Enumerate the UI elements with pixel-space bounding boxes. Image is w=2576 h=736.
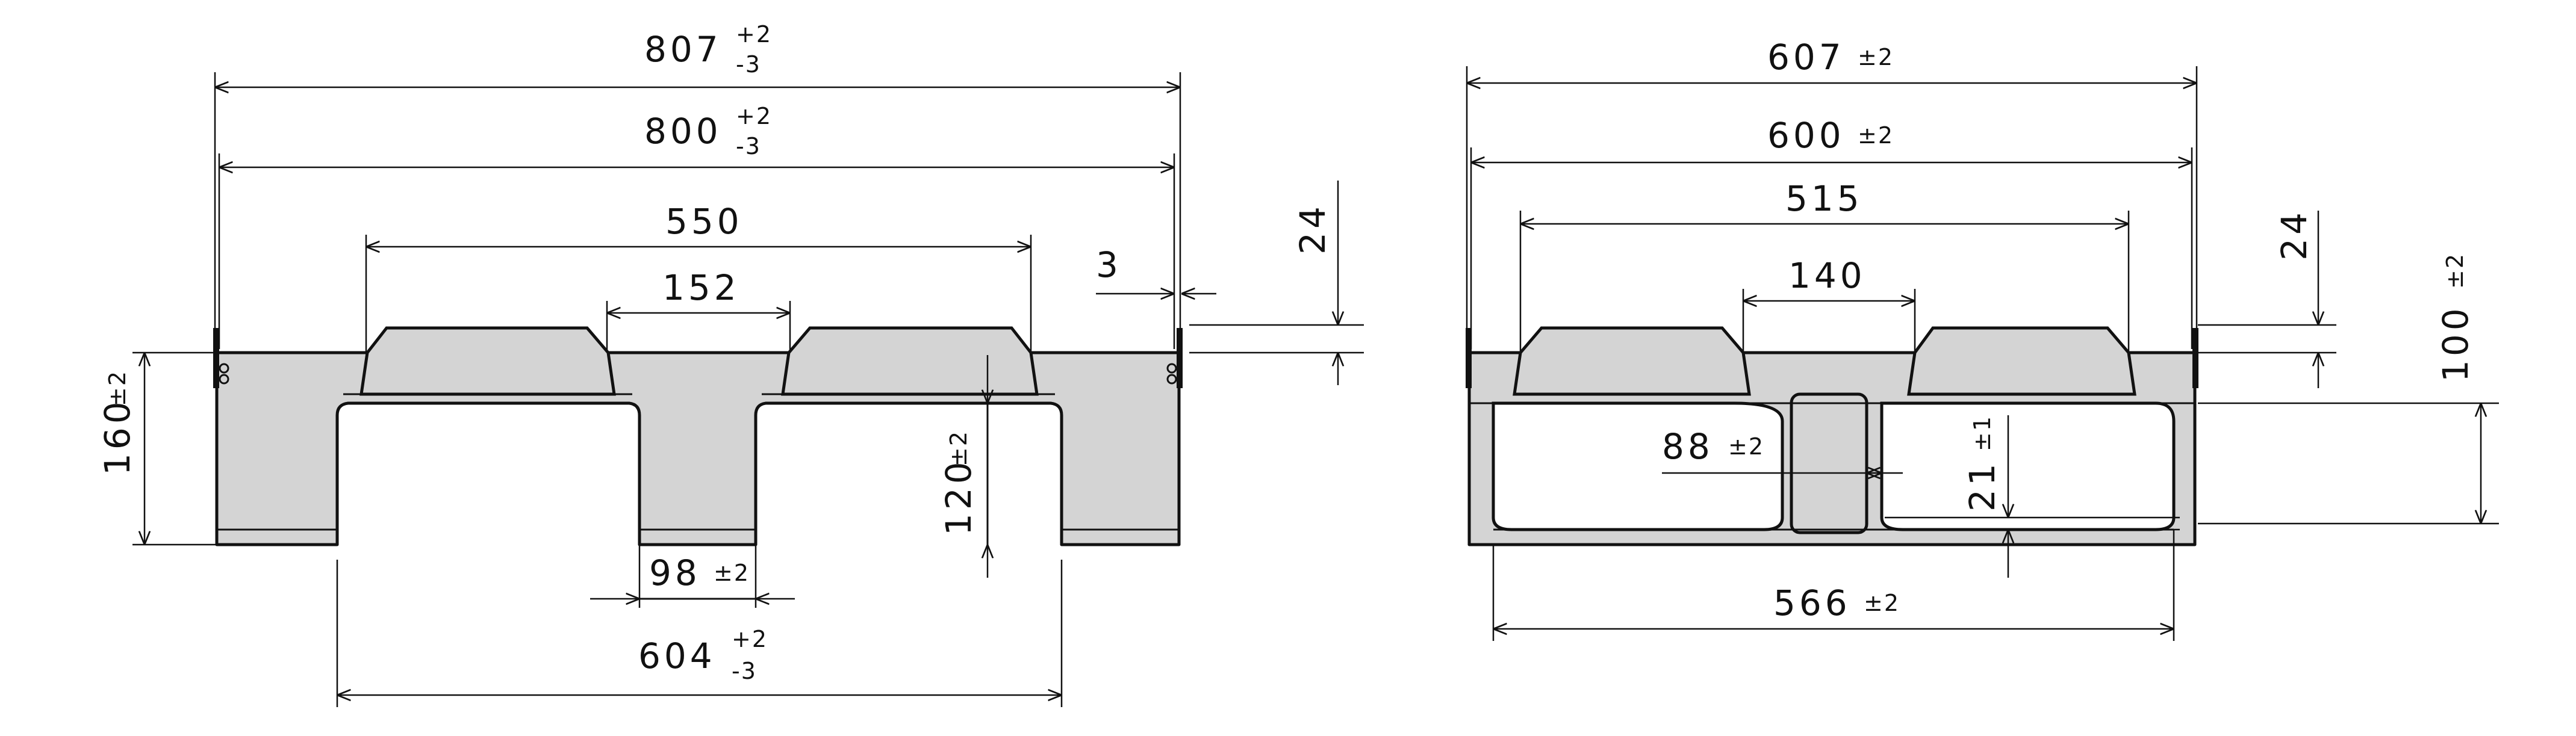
- dim-100: 100 ±2: [2198, 253, 2499, 525]
- dim-807-tol-upper: +2: [736, 21, 772, 48]
- dim-140: 140: [1742, 255, 1916, 353]
- dim-24-right: 24: [2198, 209, 2336, 388]
- dim-24-right-value: 24: [2274, 209, 2315, 261]
- dim-21-value: 21: [1962, 460, 2003, 512]
- dim-800-value: 800: [644, 111, 722, 152]
- dim-604-value: 604: [638, 635, 716, 676]
- dim-24-left: 24: [1189, 181, 1364, 385]
- dim-600-value: 600: [1767, 115, 1845, 156]
- dim-21-tol: ±1: [1969, 415, 1996, 451]
- dim-600-tol: ±2: [1858, 122, 1894, 149]
- dim-21: 21 ±1: [1885, 415, 2180, 578]
- dim-100-tol: ±2: [2442, 253, 2468, 289]
- dim-566: 566 ±2: [1492, 530, 2175, 641]
- left-side-view: 807 +2 -3 800 +2 -3 550 152: [97, 21, 1364, 707]
- dim-160-tol: ±2: [104, 370, 131, 406]
- dim-152: 152: [606, 267, 791, 353]
- dim-24-left-value: 24: [1292, 203, 1333, 255]
- dim-515: 515: [1519, 178, 2130, 353]
- dim-800: 800 +2 -3: [218, 103, 1175, 349]
- dim-160-value: 160: [97, 398, 138, 475]
- dim-607: 607 ±2: [1466, 37, 2198, 349]
- dim-600: 600 ±2: [1470, 115, 2193, 349]
- dim-566-value: 566: [1773, 583, 1851, 623]
- dim-98: 98 ±2: [590, 545, 795, 608]
- dim-607-tol: ±2: [1858, 44, 1894, 70]
- dim-3-value: 3: [1096, 244, 1122, 285]
- dim-604-tol-upper: +2: [732, 626, 768, 652]
- dim-800-tol-lower: -3: [736, 133, 761, 159]
- dim-88-tol: ±2: [1728, 433, 1764, 460]
- dim-140-value: 140: [1788, 255, 1866, 296]
- dim-515-value: 515: [1785, 178, 1863, 219]
- right-pallet-body: [1466, 326, 2198, 546]
- dim-98-value: 98: [649, 552, 701, 593]
- dim-607-value: 607: [1767, 37, 1845, 78]
- dim-800-tol-upper: +2: [736, 103, 772, 129]
- dim-88: 88 ±2: [1662, 426, 1903, 473]
- dim-152-value: 152: [662, 267, 740, 308]
- dim-550-value: 550: [665, 201, 743, 242]
- dim-604: 604 +2 -3: [336, 560, 1063, 707]
- dim-120: 120 ±2: [938, 355, 1000, 578]
- dim-3: 3: [1096, 244, 1216, 294]
- dim-807: 807 +2 -3: [214, 21, 1181, 349]
- dim-160: 160 ±2: [97, 351, 217, 546]
- dim-98-tol: ±2: [714, 560, 750, 586]
- dim-100-value: 100: [2435, 305, 2476, 382]
- dim-807-value: 807: [644, 29, 722, 70]
- right-side-view: 607 ±2 600 ±2 515 140: [1466, 37, 2499, 641]
- dim-566-tol: ±2: [1864, 590, 1900, 616]
- dim-88-value: 88: [1662, 426, 1714, 467]
- dim-550: 550: [365, 201, 1032, 353]
- dim-604-tol-lower: -3: [732, 658, 757, 684]
- dim-120-value: 120: [938, 458, 979, 536]
- left-pallet-body: [213, 326, 1183, 546]
- dim-807-tol-lower: -3: [736, 51, 761, 78]
- dim-120-tol: ±2: [945, 430, 972, 466]
